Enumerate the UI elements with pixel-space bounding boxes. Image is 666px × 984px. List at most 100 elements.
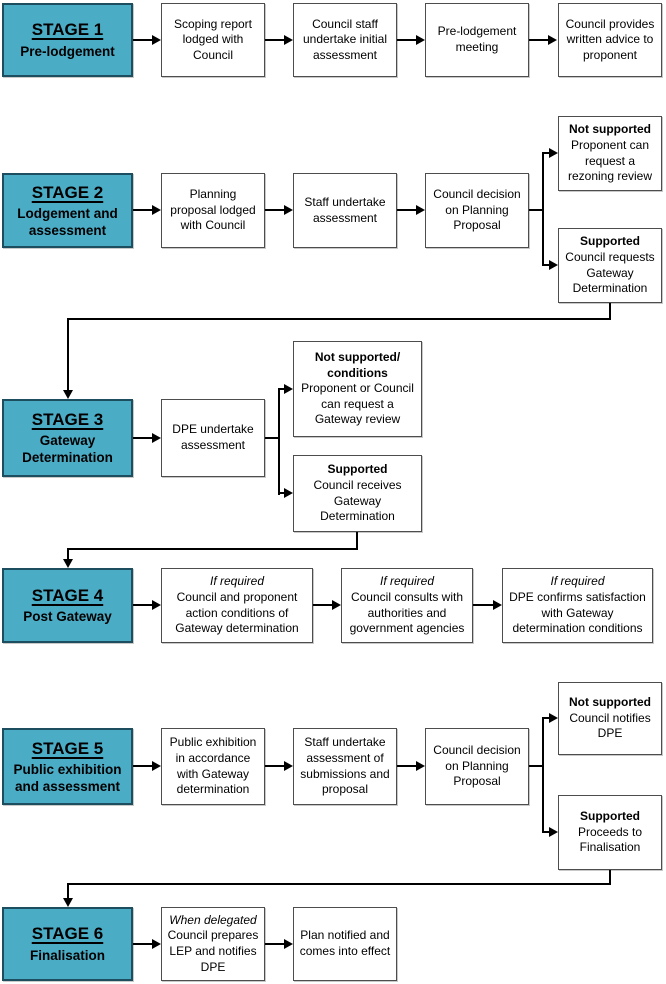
connector-line [542,152,550,154]
arrow-right-icon [549,713,558,723]
connector-line [265,209,285,211]
branch-node-supported: Supported Proceeds to Finalisation [558,795,662,870]
stage-6-title: STAGE 6 [31,924,104,944]
connector-line [133,943,153,945]
connector-line [542,717,544,833]
connector-line [265,39,285,41]
arrow-right-icon [416,35,425,45]
stage-3-box: STAGE 3 Gateway Determination [2,399,133,477]
connector-line [67,318,611,320]
arrow-right-icon [152,939,161,949]
arrow-right-icon [332,600,341,610]
connector-line [67,883,69,899]
stage-1-box: STAGE 1 Pre-lodgement [2,3,133,77]
branch-text: Council receives Gateway Determination [313,477,402,524]
connector-line [542,831,550,833]
arrow-right-icon [549,827,558,837]
arrow-right-icon [493,600,502,610]
connector-line [529,39,549,41]
step-text: Council and proponent action conditions … [175,589,299,636]
connector-line [133,39,153,41]
connector-line [609,303,611,319]
stage-3-subtitle: Gateway Determination [22,433,113,466]
connector-line [67,548,358,550]
arrow-right-icon [152,761,161,771]
stage-1-title: STAGE 1 [31,20,104,40]
branch-node-not-supported: Not supported Proponent can request a re… [558,116,662,191]
arrow-right-icon [548,35,557,45]
stage-5-box: STAGE 5 Public exhibition and assessment [2,728,133,805]
stage-2-title: STAGE 2 [31,182,104,202]
stage-2-subtitle: Lodgement and assessment [17,205,118,238]
connector-line [356,532,358,549]
connector-line [278,492,286,494]
branch-label: Not supported/ conditions [314,350,401,380]
arrow-right-icon [416,761,425,771]
node-plan-notified: Plan notified and comes into effect [293,907,397,981]
node-consults-authorities: If required Council consults with author… [341,568,473,643]
node-dpe-confirms: If required DPE confirms satisfaction wi… [502,568,653,643]
node-written-advice: Council provides written advice to propo… [558,3,662,77]
branch-node-not-supported-conditions: Not supported/ conditions Proponent or C… [293,341,422,437]
branch-label: Not supported [569,122,651,137]
arrow-right-icon [416,205,425,215]
connector-line [278,388,280,495]
branch-node-supported: Supported Council requests Gateway Deter… [558,228,662,303]
node-staff-assessment: Staff undertake assessment [293,173,397,248]
connector-line [542,152,544,266]
stage-4-box: STAGE 4 Post Gateway [2,568,133,643]
stage-6-subtitle: Finalisation [29,947,105,963]
stage-3-title: STAGE 3 [31,410,104,429]
connector-line [278,388,286,390]
arrow-right-icon [549,148,558,158]
arrow-right-icon [284,35,293,45]
stage-4-title: STAGE 4 [31,585,104,605]
connector-line [397,765,417,767]
node-scoping-report: Scoping report lodged with Council [161,3,265,77]
branch-label: Not supported [569,695,651,710]
arrow-right-icon [284,761,293,771]
branch-text: Proponent or Council can request a Gatew… [301,381,414,427]
stage-2-box: STAGE 2 Lodgement and assessment [2,173,133,248]
arrow-right-icon [152,600,161,610]
connector-line [542,264,550,266]
arrow-right-icon [284,384,293,394]
connector-line [609,870,611,884]
node-action-conditions: If required Council and proponent action… [161,568,313,643]
connector-line [397,39,417,41]
arrow-right-icon [152,205,161,215]
arrow-right-icon [284,205,293,215]
arrow-right-icon [284,488,293,498]
step-text: DPE confirms satisfaction with Gateway d… [509,589,646,636]
branch-label: Supported [327,462,388,477]
stage-5-subtitle: Public exhibition and assessment [13,761,122,794]
branch-node-not-supported: Not supported Council notifies DPE [558,682,662,755]
stage-6-box: STAGE 6 Finalisation [2,907,133,981]
node-initial-assessment: Council staff undertake initial assessme… [293,3,397,77]
stage-1-subtitle: Pre-lodgement [20,43,115,59]
node-public-exhibition: Public exhibition in accordance with Gat… [161,728,265,805]
connector-line [133,765,153,767]
arrow-down-icon [63,559,73,568]
node-prelodgement-meeting: Pre-lodgement meeting [425,3,529,77]
step-qualifier: If required [379,574,435,589]
branch-text: Proponent can request a rezoning review [567,137,653,184]
connector-line [397,209,417,211]
step-qualifier: If required [550,574,605,589]
connector-line [133,604,153,606]
node-council-decision: Council decision on Planning Proposal [425,173,529,248]
arrow-right-icon [152,433,161,443]
branch-text: Proceeds to Finalisation [577,824,643,855]
node-council-prepares-lep: When delegated Council prepares LEP and … [161,907,265,981]
step-text: Council prepares LEP and notifies DPE [167,928,259,974]
arrow-down-icon [63,898,73,907]
arrow-right-icon [549,260,558,270]
connector-line [67,318,69,391]
step-text: Council consults with authorities and go… [349,589,465,636]
connector-line [265,943,285,945]
node-dpe-assessment: DPE undertake assessment [161,399,265,477]
arrow-right-icon [152,35,161,45]
node-proposal-lodged: Planning proposal lodged with Council [161,173,265,248]
connector-line [542,717,550,719]
